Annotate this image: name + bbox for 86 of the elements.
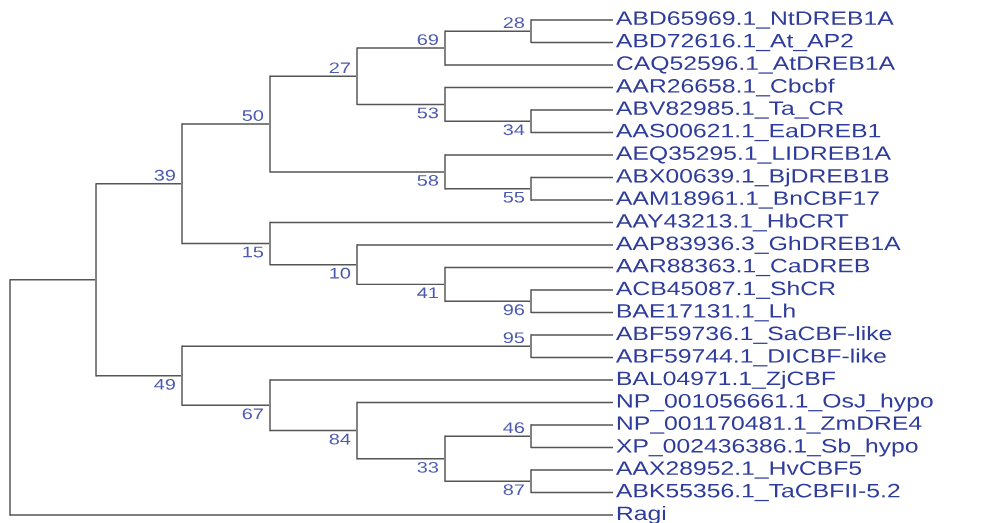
taxon-label: BAL04971.1_ZjCBF bbox=[617, 371, 835, 389]
taxon-label: ABX00639.1_BjDREB1B bbox=[615, 168, 889, 187]
branch-line bbox=[530, 356, 614, 359]
branch-line bbox=[444, 435, 531, 437]
edge-label: 28 bbox=[503, 17, 525, 29]
taxon-label: AEQ35295.1_LIDREB1A bbox=[615, 146, 891, 164]
taxon-label: ABK55356.1_TaCBFII-5.2 bbox=[615, 483, 900, 502]
branch-line bbox=[444, 86, 614, 89]
edge-label: 69 bbox=[417, 34, 438, 45]
branch-line bbox=[530, 446, 614, 449]
branch-line bbox=[530, 19, 614, 21]
edge-label: 87 bbox=[503, 484, 524, 496]
branch-line bbox=[530, 491, 614, 494]
branch-line bbox=[95, 375, 182, 377]
edge-label: 39 bbox=[154, 169, 175, 181]
edge-label: 41 bbox=[417, 287, 438, 299]
branch-line bbox=[181, 123, 270, 125]
branch-line bbox=[444, 30, 531, 32]
branch-line bbox=[356, 401, 614, 404]
edge-label: 46 bbox=[503, 422, 525, 434]
branch-line bbox=[269, 379, 614, 381]
taxon-label: CAQ52596.1_AtDREB1A bbox=[617, 56, 896, 74]
branch-line bbox=[530, 469, 614, 471]
branch-line bbox=[181, 345, 531, 347]
edge-label: 33 bbox=[417, 461, 439, 473]
taxon-label: XP_002436386.1_Sb_hypo bbox=[616, 438, 918, 457]
taxon-label: AAP83936.3_GhDREB1A bbox=[615, 236, 901, 254]
edge-label: 49 bbox=[154, 378, 175, 390]
edge-label: 10 bbox=[330, 267, 351, 279]
edge-label: 34 bbox=[503, 124, 525, 136]
branch-line bbox=[356, 244, 614, 246]
branch-line bbox=[530, 176, 614, 179]
branch-line bbox=[181, 404, 270, 407]
edge-label: 53 bbox=[417, 107, 439, 119]
taxon-label: AAR88363.1_CaDREB bbox=[615, 258, 870, 277]
edge-label: 15 bbox=[243, 246, 264, 258]
edge-label: 67 bbox=[242, 408, 263, 420]
edge-label: 84 bbox=[329, 433, 351, 445]
taxon-label: NP_001056661.1_OsJ_hypo bbox=[617, 393, 933, 412]
taxon-label: AAR26658.1_Cbcbf bbox=[615, 78, 835, 97]
branch-line bbox=[356, 283, 445, 286]
branch-line bbox=[530, 289, 614, 291]
taxon-label: ACB45087.1_ShCR bbox=[615, 281, 835, 299]
branch-line bbox=[269, 171, 445, 173]
branch-line bbox=[530, 424, 614, 426]
branch-line bbox=[530, 311, 614, 314]
taxon-label: ABF59736.1_SaCBF-like bbox=[615, 326, 892, 344]
branch-line bbox=[9, 514, 614, 516]
branch-line bbox=[356, 103, 445, 106]
branch-line bbox=[530, 199, 614, 201]
branch-line bbox=[530, 334, 614, 336]
branch-line bbox=[444, 120, 531, 122]
branch-line bbox=[444, 154, 614, 156]
taxon-label: ABV82985.1_Ta_CR bbox=[615, 101, 844, 119]
branch-line bbox=[530, 41, 614, 44]
edge-label: 55 bbox=[503, 191, 525, 203]
branch-line bbox=[269, 75, 357, 77]
taxon-label: AAS00621.1_EaDREB1 bbox=[615, 123, 881, 142]
branch-line bbox=[181, 242, 270, 245]
taxon-label: ABD65969.1_NtDREB1A bbox=[615, 11, 894, 29]
branch-line bbox=[95, 183, 182, 185]
taxon-label: AAX28952.1_HvCBF5 bbox=[615, 461, 862, 479]
taxon-label: NP_001170481.1_ZmDRE4 bbox=[617, 416, 922, 434]
branch-line bbox=[530, 131, 614, 134]
branch-line bbox=[269, 263, 357, 266]
edge-label: 50 bbox=[242, 110, 264, 121]
branch-line bbox=[444, 266, 614, 269]
edge-label: 96 bbox=[503, 304, 525, 316]
branch-line bbox=[269, 429, 357, 432]
taxon-label: BAE17131.1_Lh bbox=[617, 303, 795, 322]
taxon-label: AAY43213.1_HbCRT bbox=[615, 213, 849, 232]
branch-line bbox=[530, 109, 614, 111]
edge-label: 95 bbox=[503, 332, 525, 344]
branch-line bbox=[444, 64, 614, 66]
edge-label: 27 bbox=[329, 62, 350, 74]
branch-line bbox=[444, 188, 531, 190]
taxon-label: ABF59744.1_DICBF-like bbox=[615, 348, 886, 367]
taxon-label: AAM18961.1_BnCBF17 bbox=[615, 191, 879, 209]
branch-line bbox=[444, 480, 531, 482]
taxon-label: ABD72616.1_At_AP2 bbox=[615, 33, 853, 52]
branch-line bbox=[9, 279, 96, 281]
edge-label: 58 bbox=[417, 175, 439, 186]
branch-line bbox=[269, 221, 614, 224]
branch-line bbox=[356, 47, 445, 49]
branch-line bbox=[356, 458, 445, 460]
branch-line bbox=[444, 300, 531, 302]
